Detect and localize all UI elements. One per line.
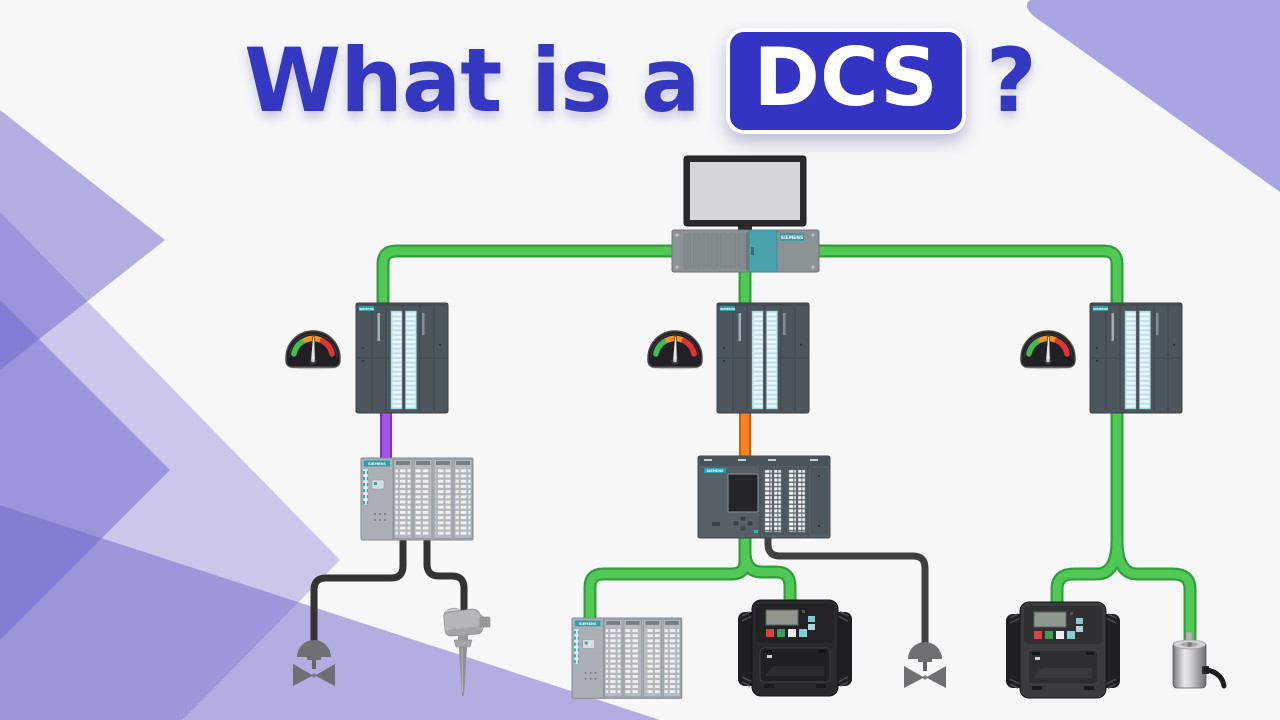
monitor-screen	[690, 162, 800, 220]
decor-triangle-bottom-left	[0, 505, 660, 720]
plc-controller-right	[1089, 302, 1183, 414]
siemens-badge	[780, 233, 804, 241]
gauge-right-icon	[1021, 331, 1075, 369]
vfd-drive-right	[1005, 601, 1121, 699]
remote-io-left	[360, 457, 474, 541]
gauge-left-icon	[286, 331, 340, 369]
server-rack: SIEMENS	[671, 229, 820, 273]
plc-controller-left	[355, 302, 449, 414]
black-cable-sensor	[423, 534, 468, 612]
operator-monitor	[683, 155, 807, 236]
plc-s7-1500	[697, 455, 831, 539]
gauge-middle-icon	[648, 331, 702, 369]
remote-io-middle	[571, 617, 683, 699]
rotary-encoder	[1173, 632, 1224, 688]
vfd-drive-middle	[737, 599, 853, 697]
control-valve-middle	[904, 642, 946, 688]
black-cable-valve-middle	[764, 534, 929, 644]
siemens-badge-label: SIEMENS	[781, 235, 804, 241]
decor-triangle-top-right	[1012, 0, 1280, 192]
black-cable-valve-left	[310, 534, 407, 642]
decor-chevron-1	[0, 110, 165, 370]
monitor-stand	[738, 226, 752, 232]
plc-controller-middle	[716, 302, 810, 414]
